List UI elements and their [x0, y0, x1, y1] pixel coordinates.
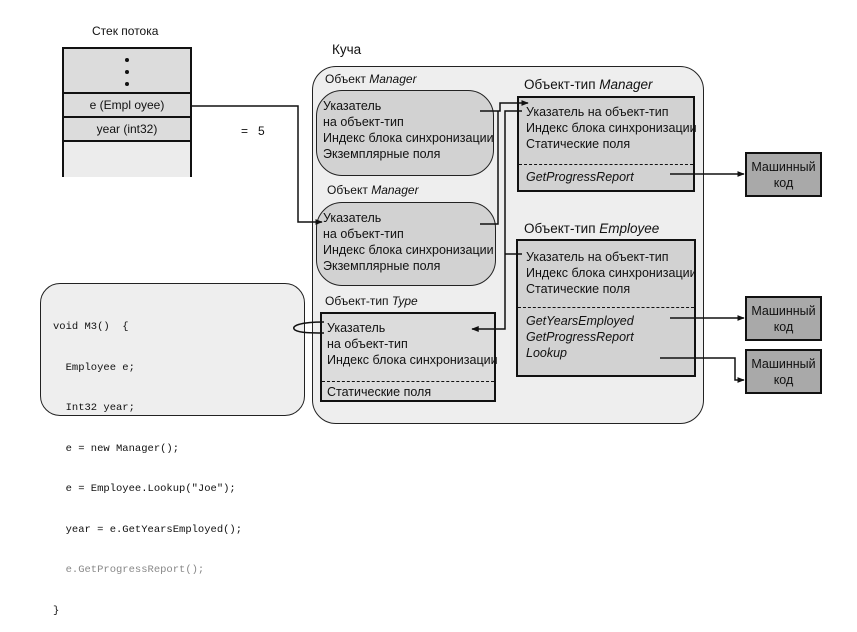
type-pointer-field-cont: на объект-тип [327, 337, 408, 351]
method-get-progress-report: GetProgressReport [526, 170, 634, 184]
thread-stack: e (Empl oyee) year (int32) [62, 47, 192, 177]
type-type-object: Указатель на объект-тип Индекс блока син… [320, 312, 498, 402]
ellipsis-dot [125, 58, 129, 62]
divider [322, 381, 494, 382]
manager-type-object: Указатель на объект-тип Индекс блока син… [517, 96, 697, 192]
sync-block-index-field: Индекс блока синхронизации [323, 131, 494, 145]
method-get-progress-report: GetProgressReport [526, 330, 634, 344]
type-pointer-field: Указатель на объект-тип [526, 105, 669, 119]
sync-block-index-field: Индекс блока синхронизации [526, 121, 697, 135]
code-line-current: e.GetProgressReport(); [53, 564, 205, 576]
type-pointer-field: Указатель [327, 321, 386, 335]
ellipsis-dot [125, 70, 129, 74]
manager-object-2: Указатель на объект-тип Индекс блока син… [316, 202, 496, 286]
machine-code-label: Машинный [751, 304, 816, 318]
machine-code-label: код [773, 373, 794, 387]
method-list: GetYearsEmployed GetProgressReport Looku… [526, 313, 634, 361]
machine-code-label: код [773, 176, 794, 190]
divider [518, 307, 694, 308]
sync-block-index-field: Индекс блока синхронизации [526, 266, 697, 280]
type-pointer-field: Указатель на объект-тип [526, 250, 669, 264]
stack-ellipsis-cell [64, 49, 190, 94]
code-line: Employee e; [53, 361, 135, 374]
code-line: e = new Manager(); [53, 442, 180, 455]
method-get-years-employed: GetYearsEmployed [526, 314, 634, 328]
employee-type-object: Указатель на объект-тип Индекс блока син… [516, 239, 697, 377]
type-type-object-title: Объект-тип Type [325, 294, 418, 308]
machine-code-label: код [773, 320, 794, 334]
code-line: year = e.GetYearsEmployed(); [53, 523, 243, 536]
machine-code-box-2: Машинный код [745, 296, 822, 341]
instance-fields: Экземплярные поля [323, 147, 441, 161]
year-value: = 5 [241, 124, 265, 138]
instance-fields: Экземплярные поля [323, 259, 441, 273]
static-fields: Статические поля [526, 137, 631, 151]
sync-block-index-field: Индекс блока синхронизации [323, 243, 494, 257]
type-pointer-field: Указатель [323, 99, 382, 113]
static-fields: Статические поля [327, 385, 432, 399]
manager-object-1: Указатель на объект-тип Индекс блока син… [316, 90, 494, 176]
code-block: void M3() { Employee e; Int32 year; e = … [40, 283, 305, 617]
type-pointer-field-cont: на объект-тип [323, 227, 404, 241]
machine-code-label: Машинный [751, 160, 816, 174]
machine-code-label: Машинный [751, 357, 816, 371]
machine-code-box-1: Машинный код [745, 152, 822, 197]
manager-object-1-title: Объект Manager [325, 72, 417, 86]
static-fields: Статические поля [526, 282, 631, 296]
code-line: } [53, 604, 60, 617]
type-pointer-field: Указатель [323, 211, 382, 225]
stack-title: Стек потока [92, 24, 159, 38]
sync-block-index-field: Индекс блока синхронизации [327, 353, 498, 367]
ellipsis-dot [125, 82, 129, 86]
stack-cell-e: e (Empl oyee) [64, 94, 190, 118]
code-line: void M3() { [53, 321, 129, 333]
code-line: e = Employee.Lookup("Joe"); [53, 483, 236, 495]
stack-cell-year: year (int32) [64, 118, 190, 142]
code-line: Int32 year; [53, 402, 135, 414]
type-pointer-field-cont: на объект-тип [323, 115, 404, 129]
manager-object-2-title: Объект Manager [327, 183, 419, 197]
heap-title: Куча [332, 42, 362, 57]
method-lookup: Lookup [526, 346, 568, 360]
manager-type-object-title: Объект-тип Manager [524, 77, 653, 92]
machine-code-box-3: Машинный код [745, 349, 822, 394]
divider [519, 164, 693, 165]
employee-type-object-title: Объект-тип Employee [524, 221, 660, 236]
